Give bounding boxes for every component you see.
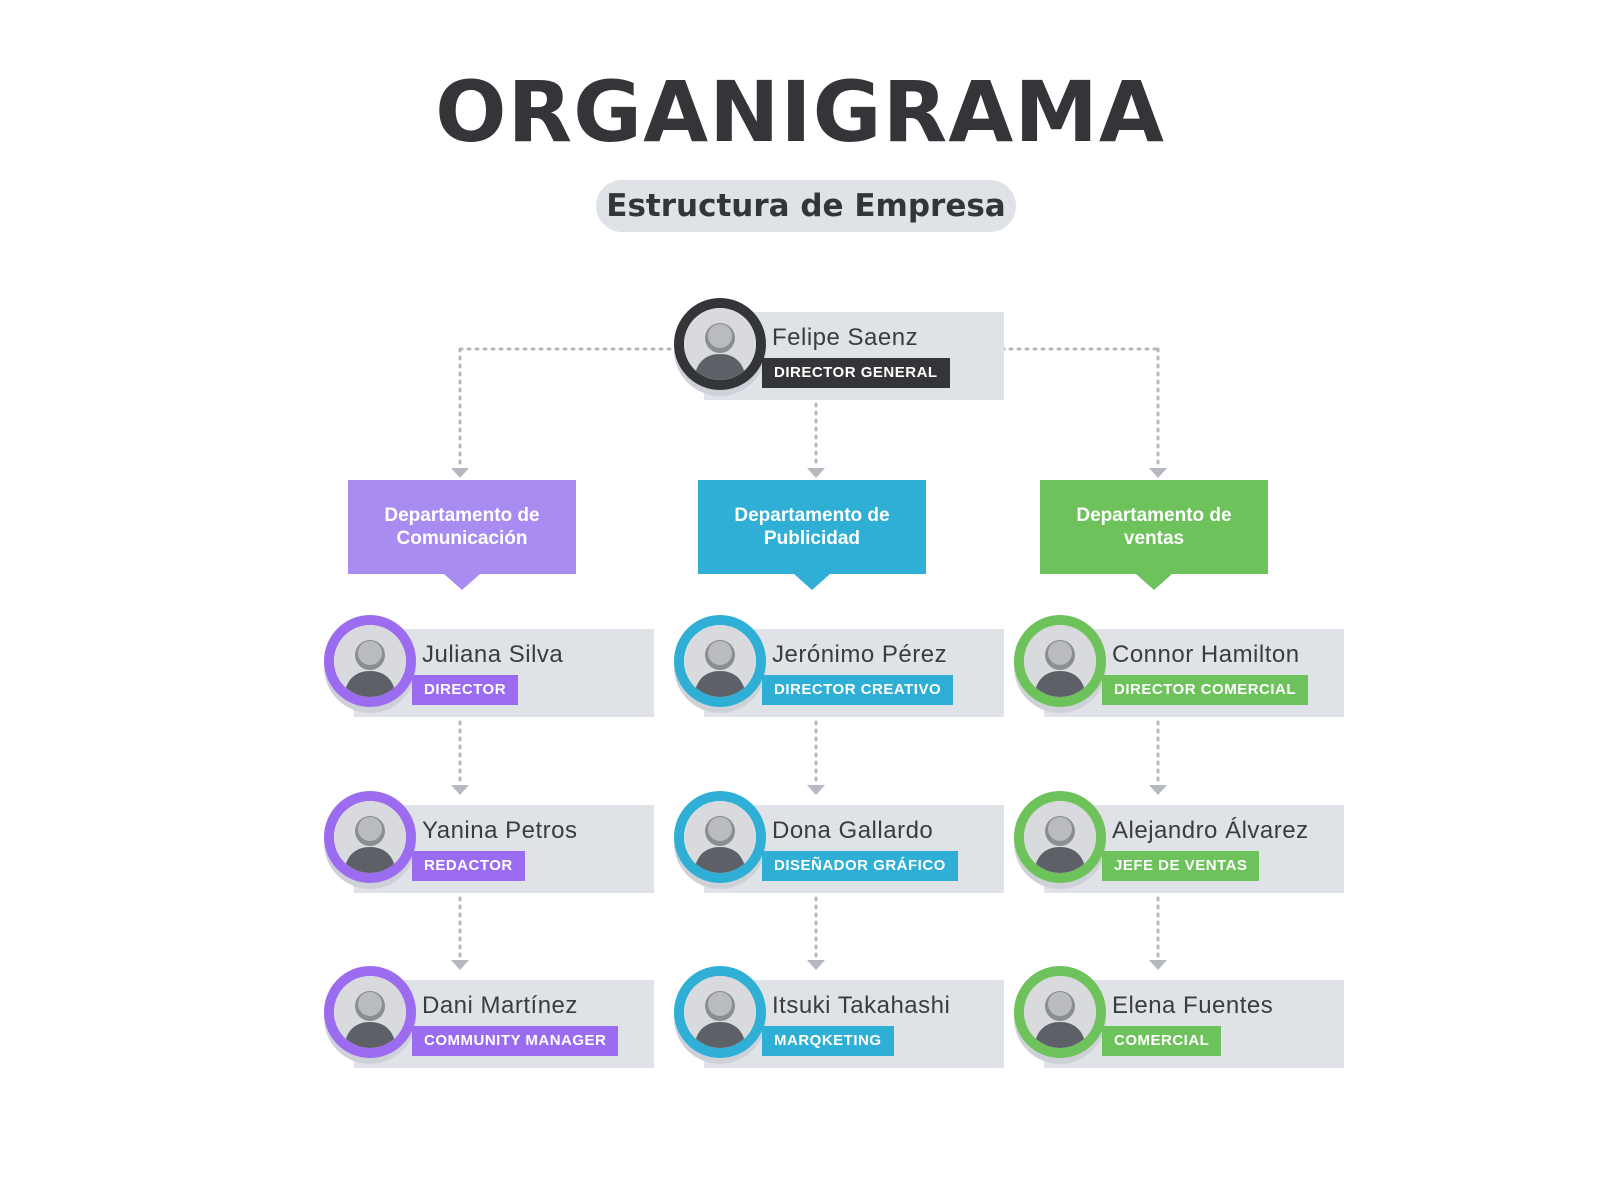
arrow-head-icon [1149,785,1167,795]
person-card: Connor Hamilton DIRECTOR COMERCIAL [1014,615,1344,717]
avatar [684,308,756,380]
person-silhouette-icon [684,625,756,697]
person-card: Alejandro Álvarez JEFE DE VENTAS [1014,791,1344,893]
department-arrow [1136,574,1172,590]
arrow-head-icon [451,785,469,795]
person-silhouette-icon [684,976,756,1048]
role-badge: REDACTOR [412,851,525,881]
role-badge: DIRECTOR [412,675,519,705]
arrow-head-icon [451,960,469,970]
department-arrow [794,574,830,590]
department-box-comunicacion: Departamento de Comunicación [348,480,576,590]
avatar [334,801,406,873]
person-name: Dona Gallardo [772,817,934,844]
role-badge: DIRECTOR GENERAL [762,358,950,388]
person-silhouette-icon [334,801,406,873]
person-silhouette-icon [684,801,756,873]
role-badge: DISEÑADOR GRÁFICO [762,851,958,881]
person-card-director-general: Felipe Saenz DIRECTOR GENERAL [674,298,1004,400]
avatar [684,801,756,873]
person-silhouette-icon [334,976,406,1048]
person-card: Itsuki Takahashi MARQKETING [674,966,1004,1068]
person-name: Juliana Silva [422,641,564,668]
department-label: Departamento de Publicidad [734,505,890,549]
role-badge: COMERCIAL [1102,1026,1222,1056]
person-card: Jerónimo Pérez DIRECTOR CREATIVO [674,615,1004,717]
role-badge: MARQKETING [762,1026,894,1056]
arrow-head-icon [1149,468,1167,478]
avatar [334,976,406,1048]
person-card: Dona Gallardo DISEÑADOR GRÁFICO [674,791,1004,893]
avatar [334,625,406,697]
department-label: Departamento de Comunicación [384,505,540,549]
role-badge: DIRECTOR COMERCIAL [1102,675,1309,705]
person-card: Juliana Silva DIRECTOR [324,615,654,717]
role-badge: DIRECTOR CREATIVO [762,675,954,705]
department-box-ventas: Departamento de ventas [1040,480,1268,590]
person-silhouette-icon [684,308,756,380]
arrow-head-icon [807,468,825,478]
person-card: Yanina Petros REDACTOR [324,791,654,893]
person-name: Itsuki Takahashi [772,992,951,1019]
avatar [1024,625,1096,697]
role-badge: JEFE DE VENTAS [1102,851,1260,881]
person-silhouette-icon [1024,801,1096,873]
person-name: Jerónimo Pérez [772,641,948,668]
arrow-head-icon [807,785,825,795]
avatar [1024,976,1096,1048]
person-name: Yanina Petros [422,817,578,844]
department-box-publicidad: Departamento de Publicidad [698,480,926,590]
department-label: Departamento de ventas [1076,505,1232,549]
person-card: Elena Fuentes COMERCIAL [1014,966,1344,1068]
person-name: Connor Hamilton [1112,641,1300,668]
department-arrow [444,574,480,590]
avatar [684,976,756,1048]
person-silhouette-icon [334,625,406,697]
role-badge: COMMUNITY MANAGER [412,1026,619,1056]
person-silhouette-icon [1024,625,1096,697]
avatar [684,625,756,697]
person-card: Dani Martínez COMMUNITY MANAGER [324,966,654,1068]
person-silhouette-icon [1024,976,1096,1048]
person-name: Alejandro Álvarez [1112,817,1309,844]
page-subtitle: Estructura de Empresa [596,180,1016,232]
page-title: ORGANIGRAMA [435,63,1165,161]
person-name: Felipe Saenz [772,324,919,351]
person-name: Dani Martínez [422,992,578,1019]
person-name: Elena Fuentes [1112,992,1274,1019]
avatar [1024,801,1096,873]
arrow-head-icon [1149,960,1167,970]
arrow-head-icon [807,960,825,970]
arrow-head-icon [451,468,469,478]
